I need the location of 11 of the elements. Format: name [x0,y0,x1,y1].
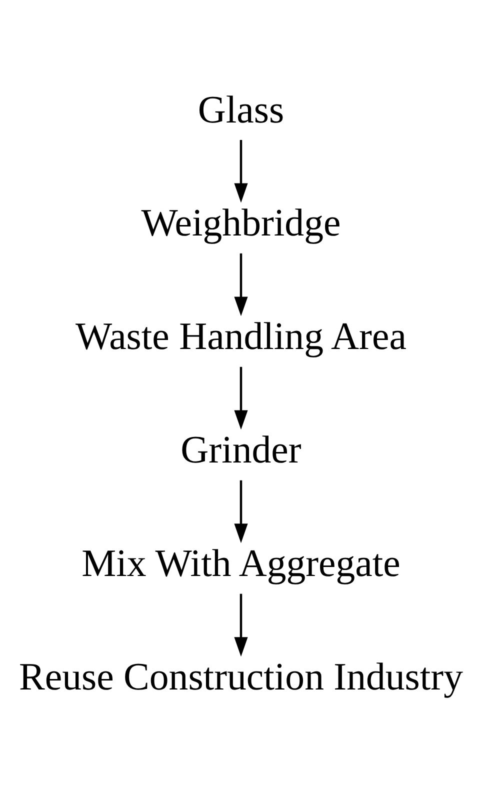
arrow [234,594,248,657]
node-text: Weighbridge [141,202,341,245]
arrow [234,140,248,203]
arrow [234,366,248,430]
node-text: Reuse Construction Industry [19,656,463,699]
arrow [234,253,248,316]
node-text: Glass [198,88,284,132]
node-text: Grinder [180,428,302,472]
arrow [234,480,248,544]
node-text: Waste Handling Area [76,315,406,358]
node-text: Mix With Aggregate [82,542,400,586]
